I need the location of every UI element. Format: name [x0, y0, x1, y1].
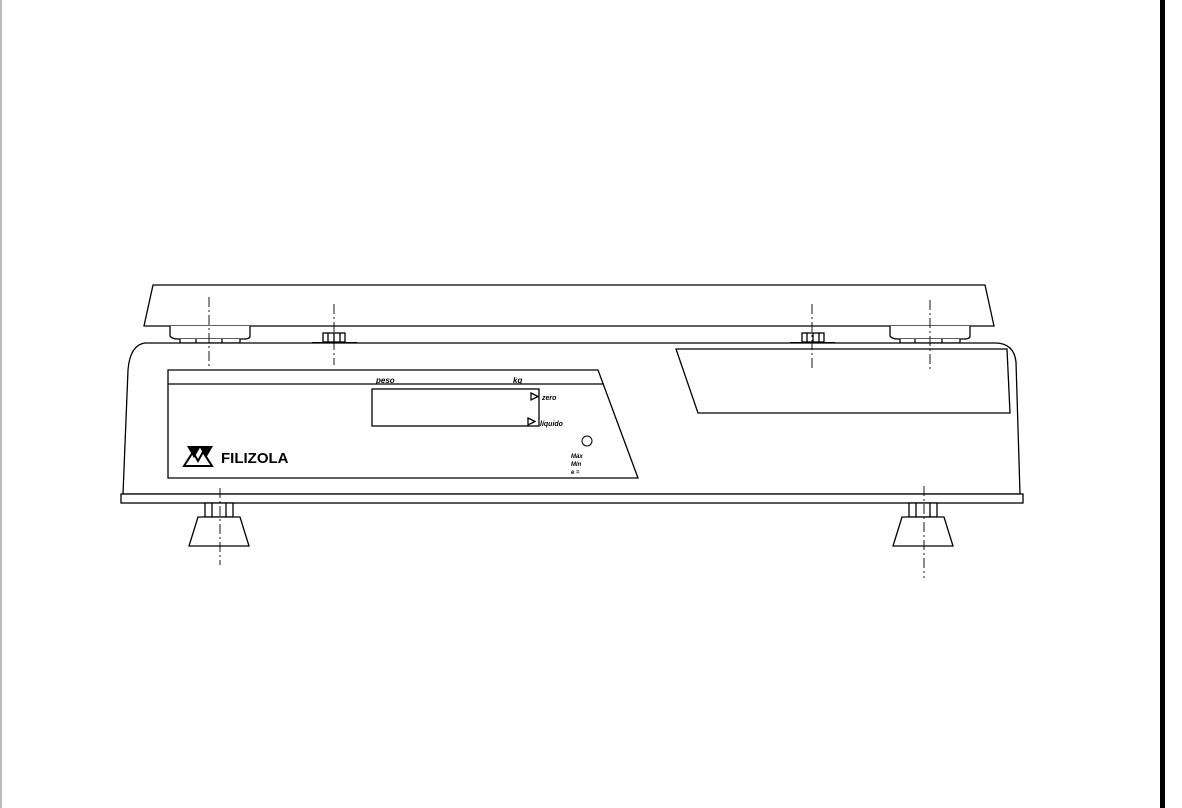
- frame-right-edge: [1160, 0, 1165, 808]
- net-indicator-arrow: [527, 416, 537, 427]
- spec-max: Máx: [571, 454, 583, 460]
- spec-e: e =: [571, 470, 580, 476]
- filizola-logo-icon: [182, 446, 214, 467]
- zero-indicator-label: zero: [541, 395, 557, 402]
- net-indicator-label: líquido: [540, 421, 564, 428]
- weighing-platform: [143, 284, 995, 327]
- side-cover: [675, 348, 1011, 414]
- foot-right: [892, 502, 954, 547]
- brand-name: FILIZOLA: [221, 450, 289, 467]
- body-base-band: [120, 493, 1024, 504]
- frame-left-edge: [0, 0, 2, 808]
- center-lines: [208, 297, 931, 578]
- certification-mark-icon: [581, 435, 593, 447]
- spec-min: Mín: [571, 462, 582, 468]
- display-label-unit: kg: [513, 376, 522, 385]
- fastener-nut-left: [312, 332, 357, 344]
- display-label-weight: peso: [375, 376, 395, 385]
- fastener-nut-right: [790, 332, 835, 344]
- foot-left: [188, 502, 250, 547]
- lcd-window: [371, 388, 540, 427]
- zero-indicator-arrow: [530, 391, 540, 402]
- support-pad-left: [169, 326, 251, 344]
